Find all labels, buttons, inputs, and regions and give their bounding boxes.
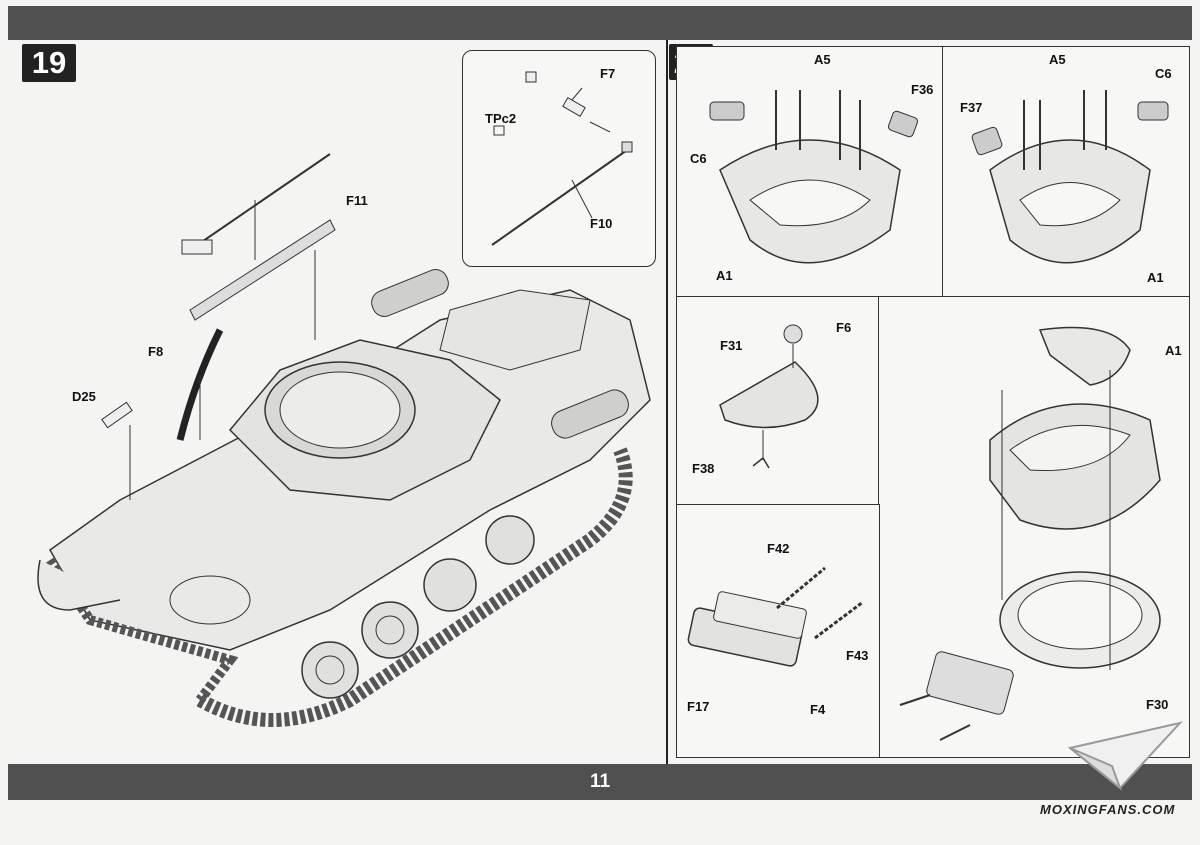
step-divider (666, 40, 668, 764)
panel-c-hatch-drawing (719, 324, 819, 469)
step-19-badge: 19 (22, 44, 76, 82)
label-f11: F11 (346, 193, 368, 208)
label-c6-a: C6 (690, 151, 707, 166)
label-f42: F42 (767, 541, 790, 556)
label-a5-a: A5 (814, 52, 831, 67)
label-a1-d: A1 (1165, 343, 1182, 358)
step-19-inset (462, 50, 656, 267)
tank-hull-drawing (37, 153, 651, 727)
page-number: 11 (589, 771, 611, 792)
paper-plane-logo-icon (1067, 721, 1183, 792)
header-bar (8, 6, 1192, 40)
label-d25: D25 (72, 389, 96, 404)
label-f38: F38 (692, 461, 715, 476)
label-f6: F6 (836, 320, 852, 335)
label-f4: F4 (810, 702, 826, 717)
label-a1-a: A1 (716, 268, 733, 283)
panel-d-turret-assembly-drawing (899, 326, 1161, 741)
panel-b-turret-drawing (971, 90, 1169, 264)
label-a5-b: A5 (1049, 52, 1066, 67)
label-tpc2: TPc2 (485, 111, 517, 126)
label-f37: F37 (960, 100, 983, 115)
label-f43: F43 (846, 648, 869, 663)
label-f31: F31 (720, 338, 743, 353)
label-f36: F36 (911, 82, 934, 97)
label-f17: F17 (687, 699, 710, 714)
label-f10: F10 (590, 216, 613, 231)
panel-a-turret-drawing (709, 90, 919, 264)
label-f8: F8 (148, 344, 164, 359)
label-c6-b: C6 (1155, 66, 1172, 81)
label-a1-b: A1 (1147, 270, 1164, 285)
panel-e-mantlet-drawing (687, 566, 864, 667)
label-f30: F30 (1146, 697, 1169, 712)
footer-bar: 11 (8, 764, 1192, 800)
inset-drawing (491, 71, 633, 246)
label-f7: F7 (600, 66, 616, 81)
watermark-text: MOXINGFANS.COM (1040, 802, 1176, 817)
